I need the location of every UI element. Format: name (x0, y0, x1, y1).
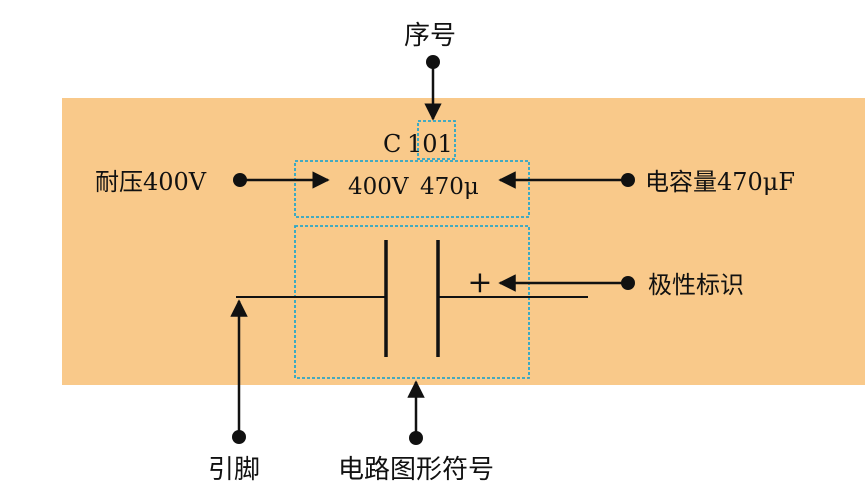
polarity-label: 极性标识 (648, 271, 744, 299)
circuit-symbol-label: 电路图形符号 (338, 455, 494, 485)
designator-number: 101 (407, 130, 453, 158)
component-panel (62, 98, 865, 385)
serial-number-box (417, 120, 456, 160)
serial-number-label: 序号 (404, 21, 456, 51)
circuit-symbol-box (294, 225, 530, 379)
capacitance-value: 470μ (420, 174, 479, 200)
voltage-value: 400V (348, 174, 409, 200)
capacitance-label: 电容量470μF (645, 168, 795, 196)
designator-prefix: C (383, 130, 401, 158)
lead-label: 引脚 (208, 455, 260, 485)
voltage-rating-label: 耐压400V (95, 168, 207, 196)
polarity-symbol: + (467, 265, 492, 300)
value-box (294, 160, 530, 218)
